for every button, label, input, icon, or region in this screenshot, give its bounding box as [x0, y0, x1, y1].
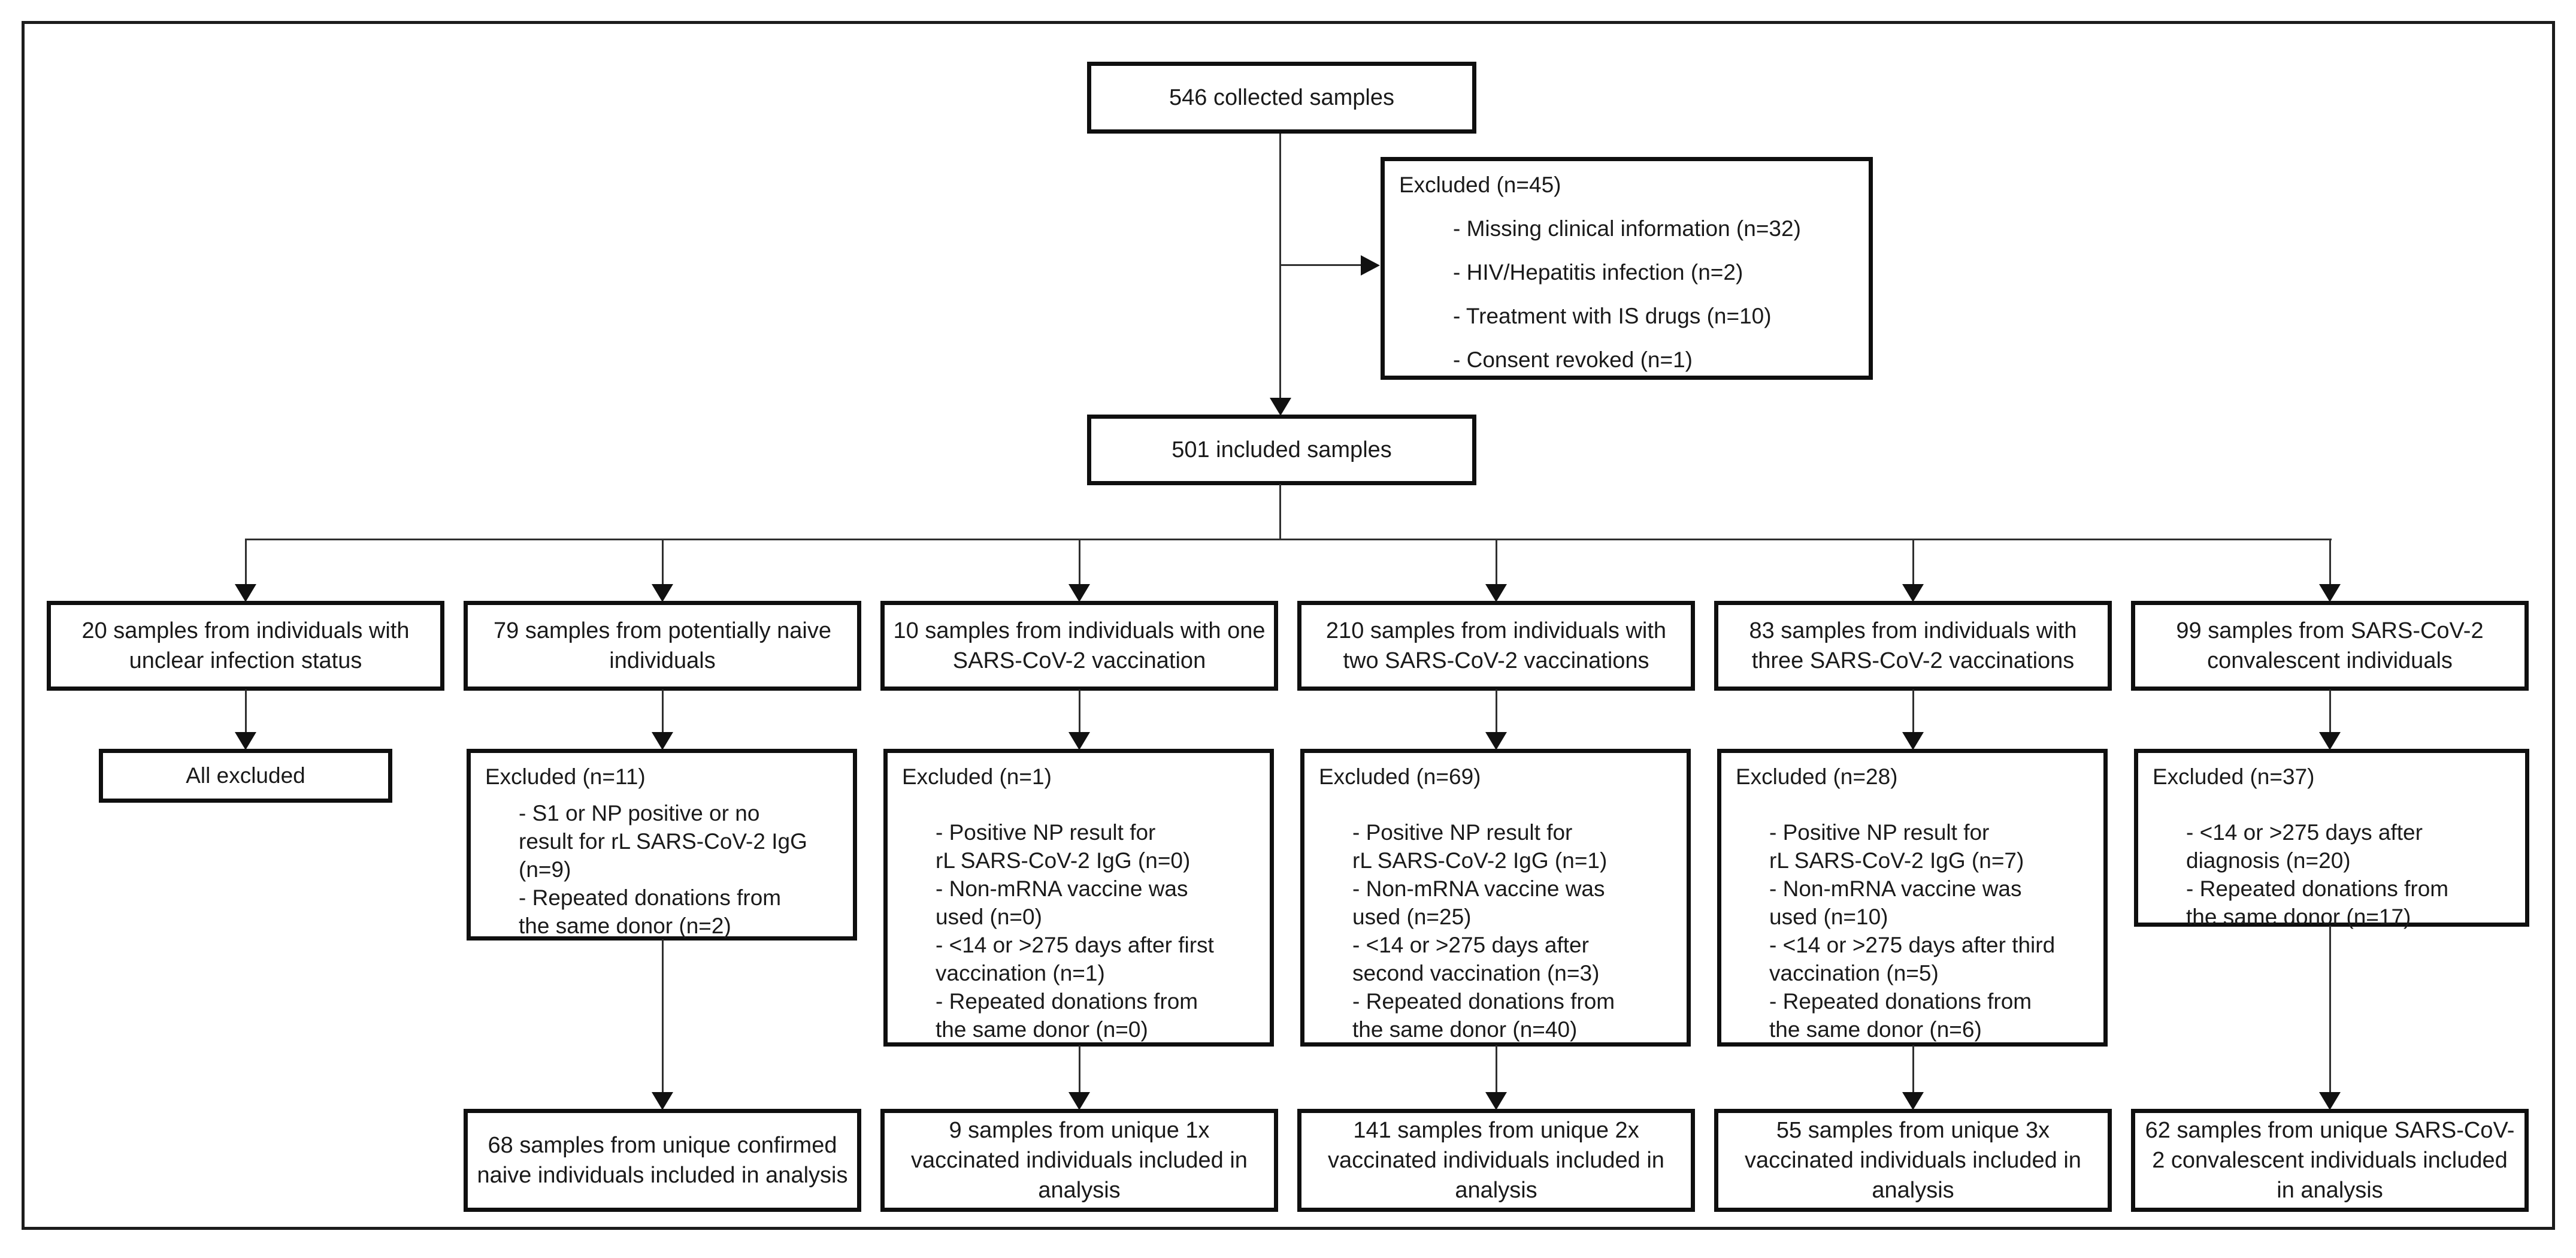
- excluded-item: - HIV/Hepatitis infection (n=2): [1453, 260, 1743, 285]
- group-box-6: 99 samples from SARS-CoV-2 convalescent …: [2131, 601, 2529, 691]
- distribution-line: [245, 539, 2332, 540]
- group-box-3: 10 samples from individuals with one SAR…: [880, 601, 1278, 691]
- connector-excluded-5: [1912, 690, 1914, 733]
- arrowhead-final-5: [1902, 1092, 1924, 1110]
- excluded-item: - Non-mRNA vaccine was used (n=25): [1352, 876, 1605, 929]
- connector-group-4: [1496, 539, 1497, 586]
- arrowhead-final-6: [2319, 1092, 2341, 1110]
- excluded-item: - Positive NP result for rL SARS-CoV-2 I…: [1352, 820, 1608, 873]
- arrowhead-final-3: [1068, 1092, 1090, 1110]
- excluded-header: Excluded (n=37): [2153, 764, 2315, 789]
- excluded-header: Excluded (n=45): [1399, 173, 1561, 197]
- excluded-box-3: Excluded (n=1) - Positive NP result for …: [883, 749, 1274, 1047]
- arrowhead-group-3: [1068, 584, 1090, 602]
- excluded-header: Excluded (n=1): [902, 764, 1052, 789]
- excluded-item: - Positive NP result for rL SARS-CoV-2 I…: [936, 820, 1191, 873]
- connector-final-6: [2329, 926, 2331, 1093]
- excluded-item: - Repeated donations from the same donor…: [1769, 989, 2032, 1042]
- group-box-5: 83 samples from individuals with three S…: [1714, 601, 2112, 691]
- connector-group-6: [2329, 539, 2331, 586]
- arrowhead-final-4: [1485, 1092, 1507, 1110]
- excluded-item: - Positive NP result for rL SARS-CoV-2 I…: [1769, 820, 2024, 873]
- arrowhead-excluded-4: [1485, 732, 1507, 750]
- excluded-item: - <14 or >275 days after first vaccinati…: [936, 933, 1214, 985]
- arrowhead-excluded-5: [1902, 732, 1924, 750]
- arrowhead-group-4: [1485, 584, 1507, 602]
- excluded-header: Excluded (n=11): [485, 764, 646, 789]
- arrowhead-group-5: [1902, 584, 1924, 602]
- initial-excluded-box: Excluded (n=45) - Missing clinical infor…: [1381, 157, 1873, 380]
- arrowhead-final-2: [652, 1092, 673, 1110]
- final-box-5: 55 samples from unique 3x vaccinated ind…: [1714, 1109, 2112, 1212]
- excluded-item: - Missing clinical information (n=32): [1453, 216, 1801, 241]
- excluded-item: - S1 or NP positive or no result for rL …: [519, 801, 807, 882]
- connector-final-5: [1912, 1045, 1914, 1093]
- final-box-4: 141 samples from unique 2x vaccinated in…: [1297, 1109, 1695, 1212]
- excluded-item: - Non-mRNA vaccine was used (n=0): [936, 876, 1188, 929]
- group-box-4: 210 samples from individuals with two SA…: [1297, 601, 1695, 691]
- arrowhead-excluded-2: [652, 732, 673, 750]
- connector-final-2: [662, 939, 664, 1093]
- excluded-item: - Repeated donations from the same donor…: [936, 989, 1198, 1042]
- excluded-item: - Repeated donations from the same donor…: [519, 885, 782, 938]
- arrowhead-included: [1270, 398, 1291, 416]
- connector-excluded-6: [2329, 690, 2331, 733]
- excluded-item: - Treatment with IS drugs (n=10): [1453, 304, 1772, 328]
- arrowhead-group-2: [652, 584, 673, 602]
- excluded-item: - Consent revoked (n=1): [1453, 347, 1693, 372]
- excluded-item: - Repeated donations from the same donor…: [1352, 989, 1615, 1042]
- group-box-2: 79 samples from potentially naive indivi…: [464, 601, 861, 691]
- collected-samples-box: 546 collected samples: [1087, 62, 1476, 134]
- excluded-box-4: Excluded (n=69) - Positive NP result for…: [1300, 749, 1691, 1047]
- final-box-3: 9 samples from unique 1x vaccinated indi…: [880, 1109, 1278, 1212]
- excluded-box-6: Excluded (n=37) - <14 or >275 days after…: [2134, 749, 2529, 929]
- arrowhead-excluded-3: [1068, 732, 1090, 750]
- connector-excluded-3: [1079, 690, 1080, 733]
- connector-final-4: [1496, 1045, 1497, 1093]
- included-samples-box: 501 included samples: [1087, 415, 1476, 485]
- excluded-header: Excluded (n=28): [1736, 764, 1898, 789]
- connector-included-split: [1279, 484, 1281, 540]
- connector-excluded-2: [662, 690, 664, 733]
- excluded-item: - <14 or >275 days after second vaccinat…: [1352, 933, 1600, 985]
- connector-excluded-1: [245, 690, 247, 733]
- arrowhead-initial-exclusion: [1361, 255, 1380, 276]
- connector-group-1: [245, 539, 247, 586]
- group-box-1: 20 samples from individuals with unclear…: [47, 601, 444, 691]
- connector-collected-included: [1279, 134, 1281, 400]
- connector-initial-exclusion: [1281, 264, 1363, 266]
- excluded-item: - Non-mRNA vaccine was used (n=10): [1769, 876, 2022, 929]
- excluded-item: - <14 or >275 days after third vaccinati…: [1769, 933, 2056, 985]
- excluded-box-2: Excluded (n=11) - S1 or NP positive or n…: [467, 749, 857, 941]
- final-box-6: 62 samples from unique SARS-CoV-2 conval…: [2131, 1109, 2529, 1212]
- connector-final-3: [1079, 1045, 1080, 1093]
- all-excluded-box: All excluded: [99, 749, 392, 803]
- arrowhead-group-6: [2319, 584, 2341, 602]
- arrowhead-excluded-1: [235, 732, 256, 750]
- connector-group-3: [1079, 539, 1080, 586]
- excluded-item: - <14 or >275 days after diagnosis (n=20…: [2186, 820, 2423, 873]
- connector-excluded-4: [1496, 690, 1497, 733]
- arrowhead-group-1: [235, 584, 256, 602]
- excluded-item: - Repeated donations from the same donor…: [2186, 876, 2449, 929]
- arrowhead-excluded-6: [2319, 732, 2341, 750]
- connector-group-2: [662, 539, 664, 586]
- excluded-box-5: Excluded (n=28) - Positive NP result for…: [1717, 749, 2108, 1047]
- final-box-2: 68 samples from unique confirmed naive i…: [464, 1109, 861, 1212]
- excluded-header: Excluded (n=69): [1319, 764, 1481, 789]
- connector-group-5: [1912, 539, 1914, 586]
